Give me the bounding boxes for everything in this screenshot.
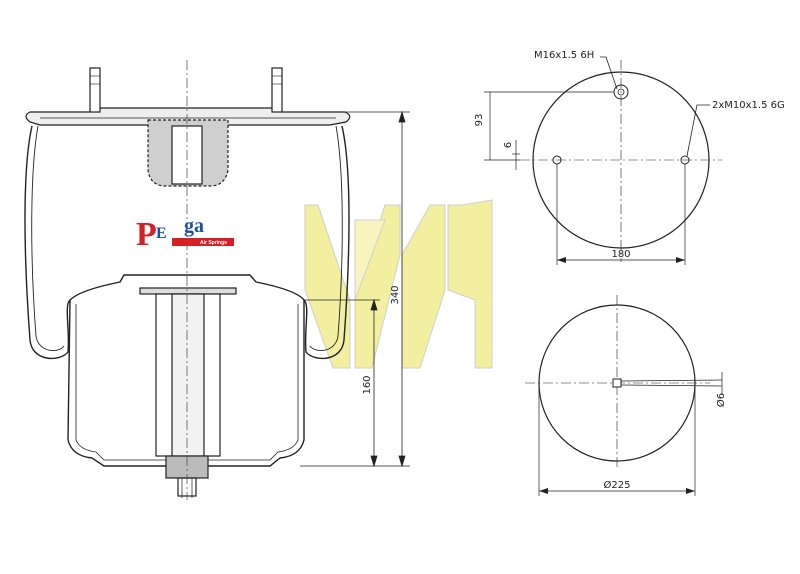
bottom-view xyxy=(525,295,723,496)
logo-letter-e: E xyxy=(156,225,167,242)
bolt-spacing-label: 180 xyxy=(611,249,630,260)
logo-letter-p: P xyxy=(136,216,157,253)
small-offset-label: 6 xyxy=(503,142,514,148)
logo-tagline-bar xyxy=(172,238,234,246)
air-spring-side-view xyxy=(24,67,351,498)
logo-letters-ga: ga xyxy=(184,215,204,237)
pin-size-label: Ø6 xyxy=(715,393,727,407)
center-thread-label: M16x1.5 6H xyxy=(534,50,594,61)
height-piston-label: 160 xyxy=(362,375,373,394)
watermark-logo xyxy=(304,199,493,369)
height-total-label: 340 xyxy=(390,285,401,304)
piston-diameter-label: Ø225 xyxy=(604,479,631,491)
side-threads-label: 2xM10x1.5 6G xyxy=(712,100,785,111)
top-view xyxy=(484,56,722,265)
side-view-dimension-lines xyxy=(300,110,410,468)
pega-logo: P E ga Air Springs xyxy=(136,215,234,253)
logo-tagline: Air Springs xyxy=(200,240,227,246)
top-offset-label: 93 xyxy=(474,114,485,127)
